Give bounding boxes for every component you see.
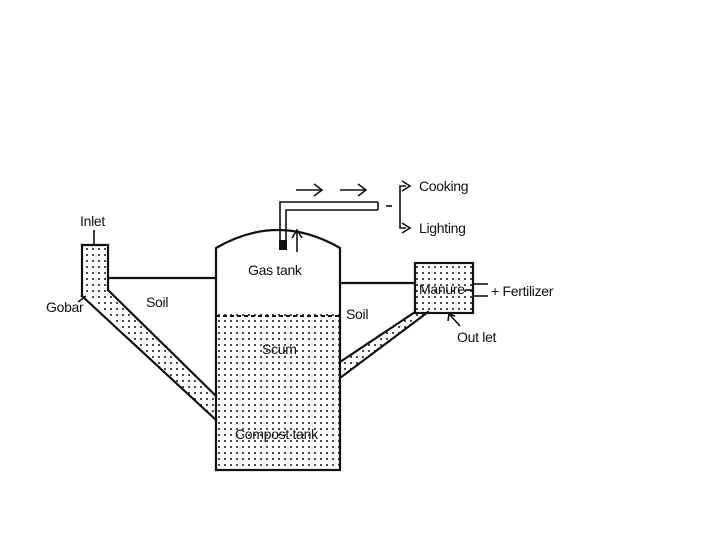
label-inlet: Inlet — [80, 213, 105, 229]
gas-branch — [386, 180, 412, 234]
gas-flow-arrow-1 — [296, 183, 324, 197]
outlet-pipe — [338, 310, 430, 380]
label-fertilizer: + Fertilizer — [491, 283, 554, 299]
label-gobar: Gobar — [46, 299, 84, 315]
inlet-pipe — [80, 243, 218, 422]
label-outlet: Out let — [457, 329, 497, 345]
digester-tank — [214, 228, 342, 472]
label-scum: Scum — [262, 341, 297, 357]
label-gas-tank: Gas tank — [248, 262, 303, 278]
manure-chamber — [413, 261, 475, 315]
label-manure: Manure — [419, 281, 465, 297]
slurry-fill — [82, 246, 473, 470]
label-soil-right: Soil — [346, 306, 368, 322]
label-soil-left: Soil — [146, 294, 168, 310]
gas-pipe — [279, 201, 379, 250]
label-compost-tank: Compost tank — [235, 426, 319, 442]
fertilizer-spout — [473, 283, 488, 297]
label-cooking: Cooking — [419, 178, 468, 194]
gobar-leader — [77, 295, 87, 303]
outlet-leader — [449, 314, 461, 327]
outlet-leader-arrowhead — [447, 312, 456, 322]
label-lighting: Lighting — [419, 220, 466, 236]
gas-rise-arrow — [291, 228, 303, 252]
gas-flow-arrow-2 — [340, 183, 368, 197]
